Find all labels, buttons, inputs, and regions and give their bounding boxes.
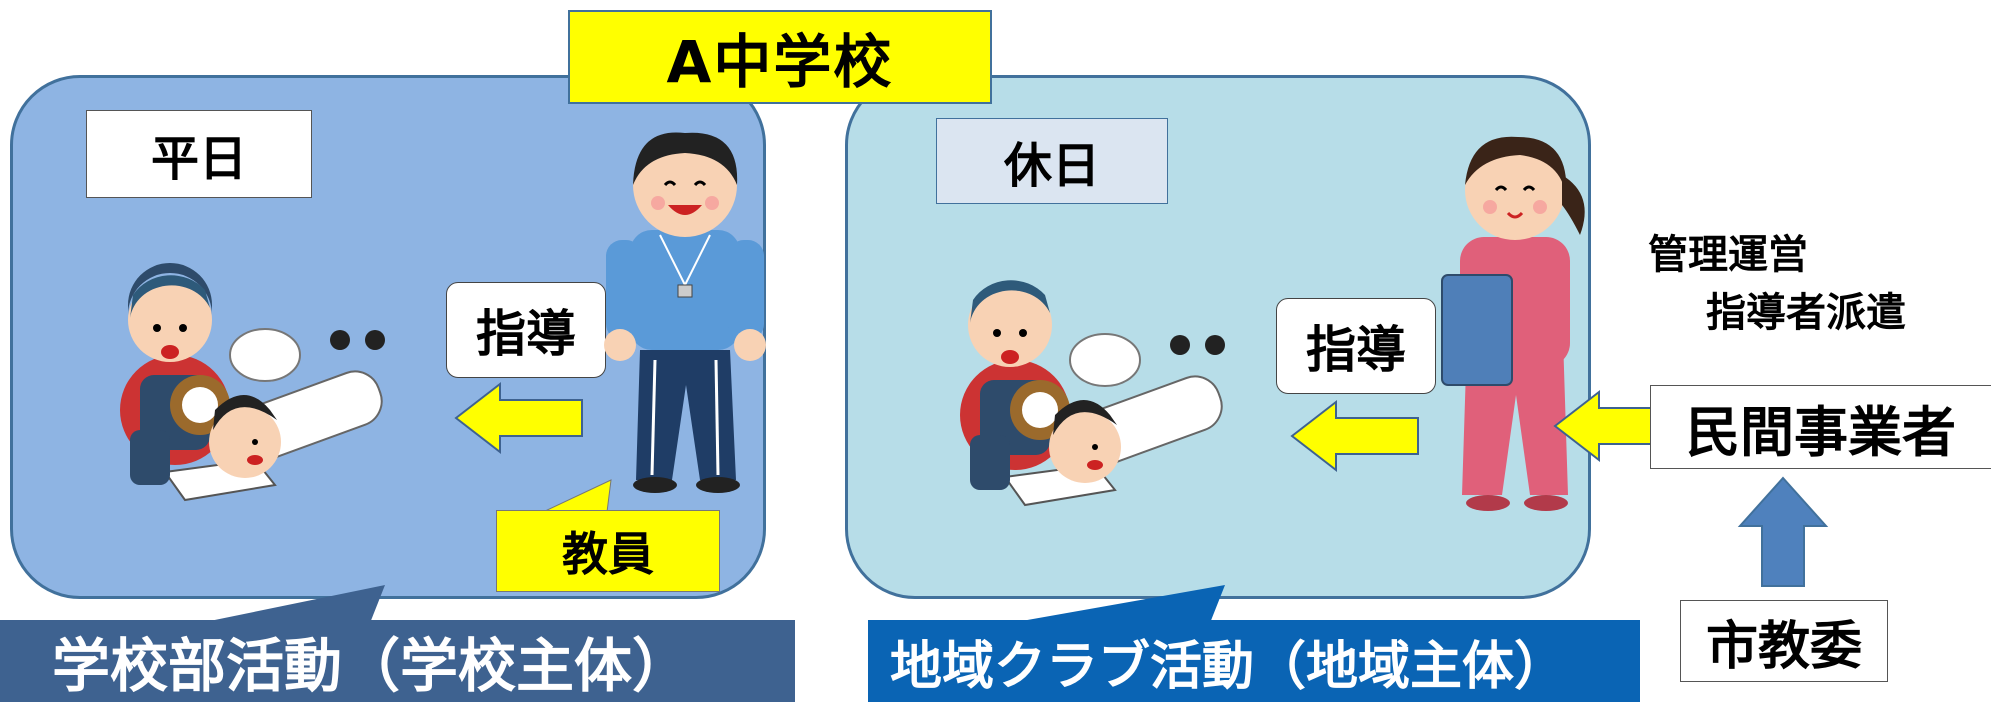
management-note: 管理運営 bbox=[1648, 232, 1808, 278]
dispatch-arrow bbox=[1553, 389, 1652, 463]
school-title: A中学校 bbox=[568, 10, 992, 104]
holiday-banner: 地域クラブ活動（地域主体） bbox=[868, 620, 1640, 702]
city-board-of-education-label: 市教委 bbox=[1680, 600, 1888, 682]
weekday-banner: 学校部活動（学校主体） bbox=[0, 620, 795, 702]
teacher-label: 教員 bbox=[496, 510, 720, 592]
dispatch-note: 指導者派遣 bbox=[1706, 290, 1906, 336]
baseball-players-illustration bbox=[120, 263, 385, 502]
holiday-guidance-label: 指導 bbox=[1276, 298, 1436, 394]
board-to-operator-arrow bbox=[1737, 476, 1829, 587]
coach-illustration bbox=[1441, 136, 1585, 511]
weekday-banner-pointer bbox=[200, 585, 385, 623]
baseball-players-illustration bbox=[960, 280, 1225, 507]
holiday-label: 休日 bbox=[936, 118, 1168, 204]
private-operator-label: 民間事業者 bbox=[1650, 385, 1991, 469]
weekday-guidance-arrow bbox=[454, 381, 583, 455]
weekday-label: 平日 bbox=[86, 110, 312, 198]
teacher-illustration bbox=[604, 132, 766, 493]
holiday-banner-pointer bbox=[1010, 585, 1225, 623]
holiday-guidance-arrow bbox=[1290, 399, 1419, 473]
weekday-guidance-label: 指導 bbox=[446, 282, 606, 378]
